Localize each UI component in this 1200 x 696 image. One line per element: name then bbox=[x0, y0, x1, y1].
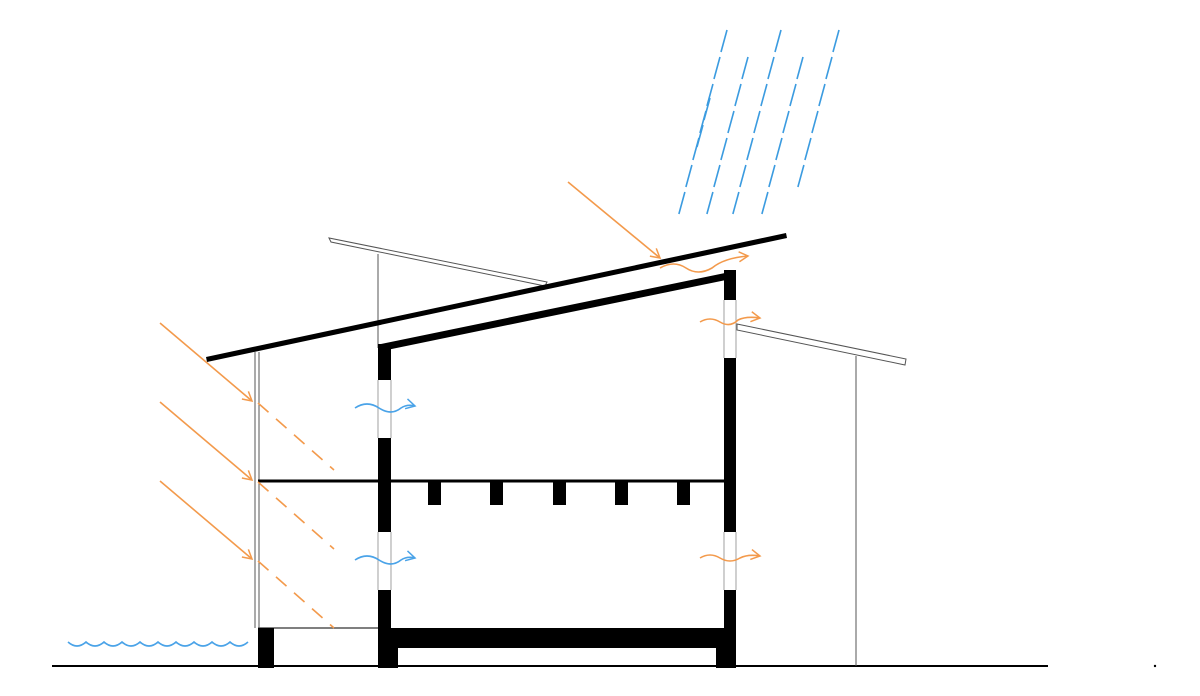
wavy-arrow-icon bbox=[354, 550, 417, 565]
rain-streak bbox=[741, 56, 749, 80]
upper-canopy bbox=[328, 237, 548, 287]
straight-arrow-icon bbox=[159, 480, 254, 560]
rain-streak bbox=[832, 29, 840, 53]
rain-streak bbox=[767, 56, 775, 80]
left-pier bbox=[258, 628, 274, 668]
rain-streak bbox=[789, 83, 797, 107]
rain-streak bbox=[818, 83, 826, 107]
rain-streak bbox=[796, 56, 804, 80]
rain-streak bbox=[696, 124, 704, 148]
floor-slab bbox=[391, 628, 724, 648]
straight-arrow-icon bbox=[159, 322, 254, 402]
rain-streak bbox=[685, 164, 693, 188]
rain-streak bbox=[739, 164, 747, 188]
rain-streak bbox=[782, 110, 790, 134]
window-openings bbox=[377, 300, 737, 590]
rain-streak bbox=[706, 83, 714, 107]
rain-streak bbox=[734, 83, 742, 107]
rain-streak bbox=[703, 97, 711, 121]
warm-airflow bbox=[659, 251, 762, 562]
rain-streak bbox=[746, 137, 754, 161]
right-wall-top bbox=[724, 270, 736, 300]
rain-streak bbox=[825, 56, 833, 80]
rain-streak bbox=[727, 110, 735, 134]
rain-streak bbox=[804, 137, 812, 161]
rain-streak bbox=[761, 191, 769, 215]
rain-streak bbox=[706, 191, 714, 215]
rain-streak bbox=[713, 56, 721, 80]
ceiling bbox=[381, 273, 726, 351]
rain-streak bbox=[753, 110, 761, 134]
ground bbox=[52, 664, 1157, 668]
rain-streak bbox=[774, 29, 782, 53]
rain-streak bbox=[678, 191, 686, 215]
rain bbox=[678, 29, 840, 215]
straight-arrow-icon bbox=[159, 401, 254, 481]
rain-streak bbox=[760, 83, 768, 107]
structure bbox=[206, 233, 787, 668]
left-wall-top bbox=[378, 344, 391, 380]
water-wave-icon bbox=[67, 640, 249, 647]
wavy-arrow-icon bbox=[699, 311, 762, 326]
sun-rays bbox=[159, 181, 662, 560]
main-roof bbox=[206, 233, 787, 362]
rain-streak bbox=[732, 191, 740, 215]
wavy-arrow-icon bbox=[699, 549, 762, 562]
shaded-rays bbox=[257, 402, 335, 629]
rain-streak bbox=[768, 164, 776, 188]
cool-airflow bbox=[354, 398, 417, 565]
rain-streak bbox=[720, 29, 728, 53]
wavy-arrow-icon bbox=[354, 398, 417, 413]
thin-canopies bbox=[254, 237, 907, 666]
right-canopy bbox=[736, 323, 907, 366]
rain-streak bbox=[720, 137, 728, 161]
rain-streak bbox=[775, 137, 783, 161]
straight-arrow-icon bbox=[567, 181, 662, 259]
floor-joist bbox=[428, 482, 441, 505]
wavy-arrow-icon bbox=[659, 251, 750, 273]
rain-streak bbox=[811, 110, 819, 134]
rain-streak bbox=[797, 164, 805, 188]
rain-streak bbox=[713, 164, 721, 188]
